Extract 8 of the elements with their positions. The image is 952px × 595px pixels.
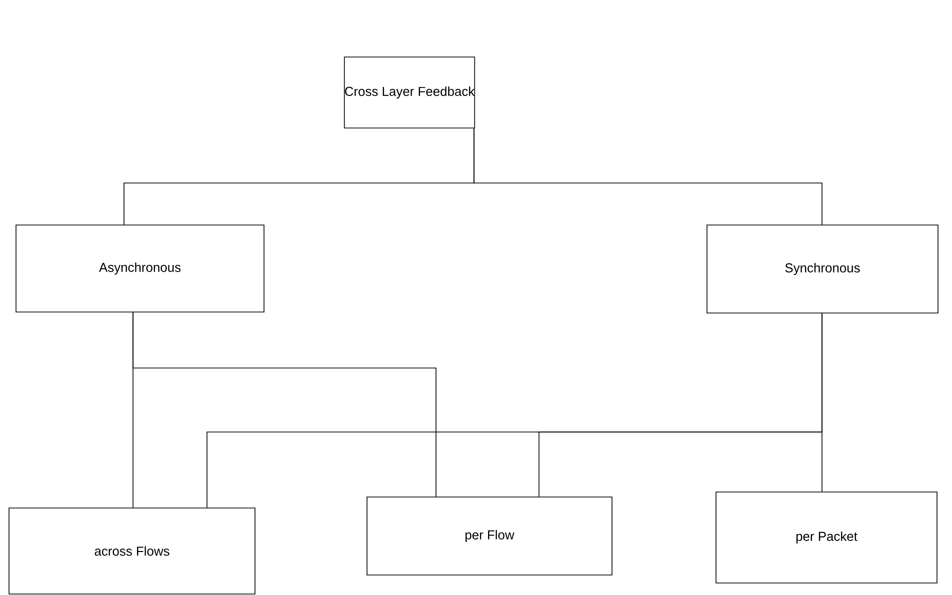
connector-line: [132, 312, 436, 497]
text-box: across Flows: [8, 508, 256, 594]
text-box: Asynchronous: [16, 224, 264, 312]
connector-line: [474, 128, 822, 225]
text-box: Synchronous: [706, 224, 938, 314]
text-box: per Packet: [716, 492, 938, 584]
text-box: per Flow: [366, 496, 612, 576]
text-box: Cross Layer Feedback: [344, 56, 476, 128]
